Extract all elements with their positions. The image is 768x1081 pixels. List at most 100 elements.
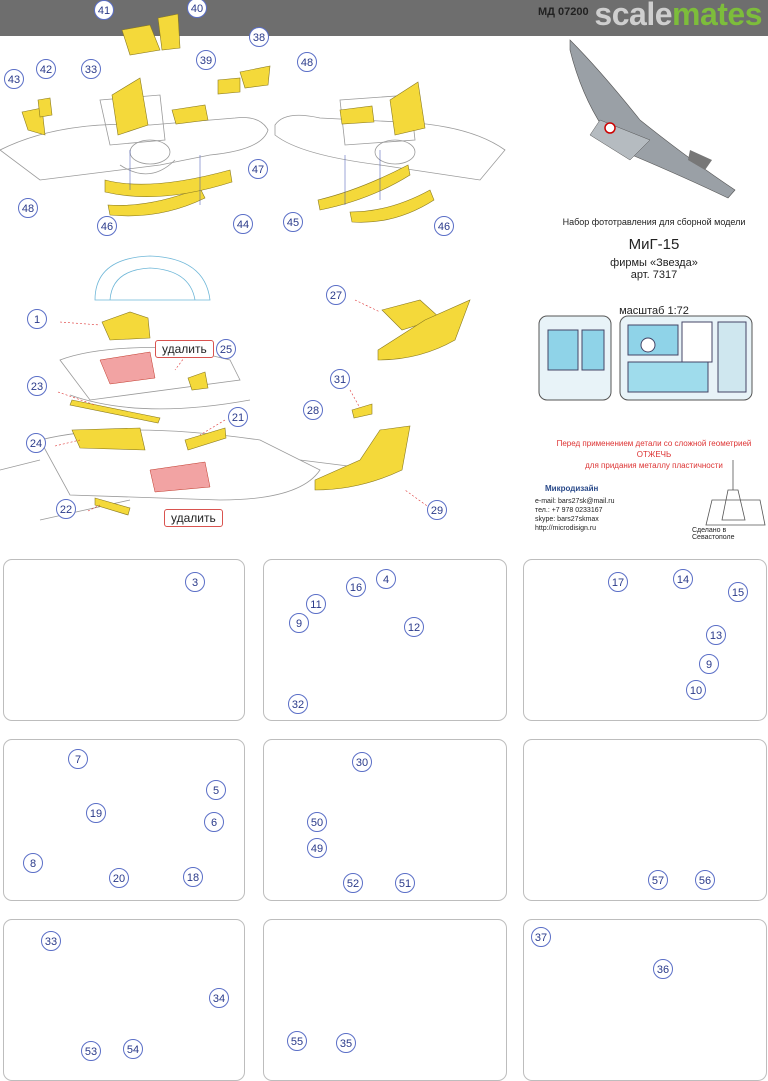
part-callout-37: 37 (531, 927, 551, 947)
part-callout-48: 48 (18, 198, 38, 218)
part-callout-8: 8 (23, 853, 43, 873)
part-43 (21, 107, 46, 136)
part-23 (69, 399, 161, 424)
part-24 (71, 427, 146, 451)
part-callout-51: 51 (395, 873, 415, 893)
part-1 (101, 311, 151, 341)
part-callout-54: 54 (123, 1039, 143, 1059)
remove-label-2: удалить (164, 509, 223, 527)
part-callout-20: 20 (109, 868, 129, 888)
part-callout-43: 43 (4, 69, 24, 89)
part-callout-55: 55 (287, 1031, 307, 1051)
part-callout-3: 3 (185, 572, 205, 592)
part-callout-22: 22 (56, 499, 76, 519)
part-callout-7: 7 (68, 749, 88, 769)
part-callout-6: 6 (204, 812, 224, 832)
part-callout-33: 33 (81, 59, 101, 79)
contacts: e-mail: bars27sk@mail.ru тел.: +7 978 02… (535, 498, 615, 532)
microdesign-logo: Микродизайн (545, 484, 599, 493)
step-panel-1 (3, 559, 245, 721)
part-callout-15: 15 (728, 582, 748, 602)
kit-maker: фирмы «Звезда» (610, 257, 698, 269)
part-callout-29: 29 (427, 500, 447, 520)
kit-subtitle: Набор фототравления для сборной модели (562, 217, 746, 227)
fret-thumbnail (538, 315, 753, 401)
part-callout-48: 48 (297, 52, 317, 72)
wing-right-outline (274, 114, 506, 181)
part-callout-42: 42 (36, 59, 56, 79)
remove-area-2 (149, 461, 211, 493)
step-panel-8 (263, 919, 507, 1081)
step-panel-9 (523, 919, 767, 1081)
kit-article: арт. 7317 (630, 269, 678, 281)
part-callout-36: 36 (653, 959, 673, 979)
part-callout-24: 24 (26, 433, 46, 453)
part-33-dup (171, 104, 209, 125)
part-25 (187, 371, 209, 391)
part-callout-52: 52 (343, 873, 363, 893)
part-31 (351, 403, 373, 419)
kit-model: МиГ-15 (628, 236, 680, 253)
part-callout-9: 9 (699, 654, 719, 674)
part-42 (37, 97, 53, 118)
part-callout-33: 33 (41, 931, 61, 951)
part-callout-31: 31 (330, 369, 350, 389)
part-38 (239, 65, 271, 89)
part-callout-38: 38 (249, 27, 269, 47)
part-callout-16: 16 (346, 577, 366, 597)
part-callout-5: 5 (206, 780, 226, 800)
made-in-label: Сделано в Севастополе (692, 527, 735, 541)
mig15-photo (569, 39, 736, 199)
part-callout-10: 10 (686, 680, 706, 700)
part-callout-18: 18 (183, 867, 203, 887)
part-right-gear (339, 105, 375, 125)
part-46-right (349, 189, 435, 223)
part-callout-45: 45 (283, 212, 303, 232)
part-callout-50: 50 (307, 812, 327, 832)
step-panel-5 (263, 739, 507, 901)
part-40 (157, 13, 181, 51)
part-callout-34: 34 (209, 988, 229, 1008)
sheet-code: МД 07200 (538, 6, 589, 18)
part-callout-40: 40 (187, 0, 207, 18)
part-41 (121, 24, 161, 56)
part-callout-57: 57 (648, 870, 668, 890)
part-21 (184, 427, 227, 451)
remove-area-1 (99, 351, 156, 385)
part-callout-25: 25 (216, 339, 236, 359)
part-callout-35: 35 (336, 1033, 356, 1053)
part-callout-44: 44 (233, 214, 253, 234)
part-callout-21: 21 (228, 407, 248, 427)
part-callout-19: 19 (86, 803, 106, 823)
part-callout-39: 39 (196, 50, 216, 70)
part-callout-28: 28 (303, 400, 323, 420)
part-callout-23: 23 (27, 376, 47, 396)
part-callout-41: 41 (94, 0, 114, 20)
wing-left-outline (0, 117, 269, 181)
part-callout-46: 46 (434, 216, 454, 236)
part-callout-13: 13 (706, 625, 726, 645)
part-callout-49: 49 (307, 838, 327, 858)
scalemates-logo[interactable]: scalemates (594, 0, 762, 32)
part-callout-17: 17 (608, 572, 628, 592)
part-39 (217, 77, 241, 95)
part-22 (94, 497, 131, 516)
part-callout-46: 46 (97, 216, 117, 236)
part-33 (111, 77, 149, 136)
part-46 (107, 187, 206, 217)
part-27b (377, 299, 471, 361)
remove-label-1: удалить (155, 340, 214, 358)
part-45 (317, 164, 411, 211)
kit-scale: масштаб 1:72 (619, 305, 689, 317)
part-44 (104, 169, 233, 197)
part-callout-12: 12 (404, 617, 424, 637)
part-callout-30: 30 (352, 752, 372, 772)
part-right-33 (389, 81, 426, 136)
part-callout-27: 27 (326, 285, 346, 305)
part-callout-11: 11 (306, 594, 326, 614)
part-callout-53: 53 (81, 1041, 101, 1061)
part-callout-32: 32 (288, 694, 308, 714)
step-panel-3 (523, 559, 767, 721)
part-callout-9: 9 (289, 613, 309, 633)
